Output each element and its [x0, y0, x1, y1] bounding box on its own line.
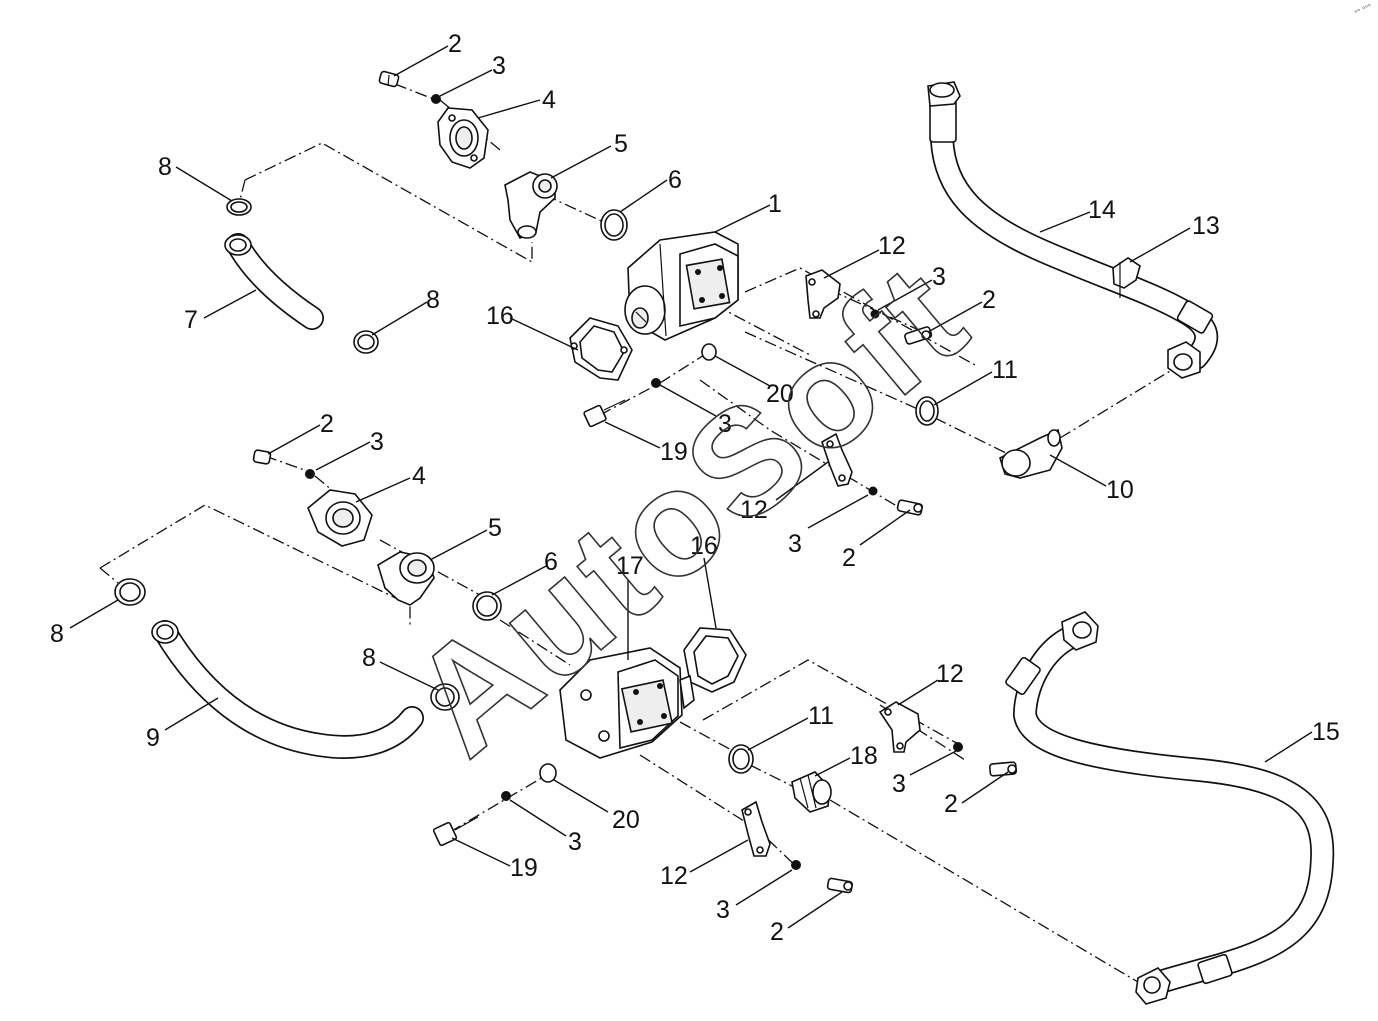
bolt-icon: [988, 761, 1018, 777]
hose-clamp-icon: [226, 198, 252, 216]
callout-2: 2: [842, 544, 856, 572]
callout-5: 5: [488, 514, 502, 542]
o-ring-icon: [600, 209, 628, 241]
washer-icon: [539, 763, 557, 783]
callout-2: 2: [982, 286, 996, 314]
gasket-icon: [683, 627, 747, 693]
callout-3: 3: [492, 52, 506, 80]
gasket-icon: [569, 317, 633, 381]
callout-3: 3: [568, 828, 582, 856]
flange-icon: [307, 489, 373, 547]
washer-icon: [868, 486, 878, 496]
callout-11: 11: [808, 702, 834, 730]
corner-mark: °° °°°: [1353, 2, 1373, 18]
callout-15: 15: [1312, 718, 1340, 746]
callout-2: 2: [448, 30, 462, 58]
washer-icon: [701, 343, 717, 361]
callout-19: 19: [660, 438, 688, 466]
washer-icon: [501, 791, 511, 801]
callout-14: 14: [1088, 196, 1116, 224]
callout-11: 11: [992, 356, 1018, 384]
washer-icon: [305, 469, 315, 479]
callout-6: 6: [668, 166, 682, 194]
bolt-icon: [378, 70, 400, 88]
bolt-icon: [826, 877, 854, 894]
high-pressure-hose-icon: [1005, 611, 1335, 1005]
callout-8: 8: [362, 644, 376, 672]
washer-icon: [870, 309, 880, 319]
callout-1: 1: [768, 190, 782, 218]
callout-3: 3: [716, 896, 730, 924]
bolt-icon: [252, 449, 272, 465]
callout-2: 2: [944, 790, 958, 818]
callout-8: 8: [50, 620, 64, 648]
callout-3: 3: [370, 428, 384, 456]
washer-icon: [651, 378, 661, 388]
callout-20: 20: [766, 380, 794, 408]
callout-13: 13: [1192, 212, 1220, 240]
upper-assembly: [224, 70, 1219, 516]
callout-7: 7: [184, 306, 198, 334]
callout-16: 16: [690, 532, 718, 560]
bolt-icon: [432, 816, 479, 847]
hose-clamp-icon: [430, 683, 460, 711]
callout-10: 10: [1106, 476, 1134, 504]
callout-9: 9: [146, 724, 160, 752]
hydraulic-pump-icon: [624, 231, 739, 341]
half-clamp-icon: [805, 269, 841, 319]
callout-20: 20: [612, 806, 640, 834]
callout-8: 8: [158, 153, 172, 181]
callout-2: 2: [770, 918, 784, 946]
callout-19: 19: [510, 854, 538, 882]
assembly-lines: [99, 83, 1181, 983]
callout-16: 16: [486, 302, 514, 330]
hose-icon: [151, 620, 424, 759]
hose-clamp-icon: [114, 578, 146, 606]
high-pressure-hose-icon: [927, 81, 1219, 379]
half-clamp-icon: [821, 432, 853, 487]
bolt-icon: [904, 326, 933, 345]
o-ring-icon: [472, 591, 502, 621]
half-clamp-icon: [741, 800, 771, 857]
bolt-icon: [896, 499, 924, 516]
washer-icon: [791, 860, 801, 870]
o-ring-icon: [915, 396, 939, 426]
o-ring-icon: [728, 744, 754, 774]
callout-3: 3: [718, 410, 732, 438]
lower-assembly: [114, 449, 1335, 1005]
callout-4: 4: [412, 462, 426, 490]
hose-icon: [224, 233, 324, 330]
callout-12: 12: [878, 232, 906, 260]
elbow-fitting-icon: [504, 171, 558, 239]
callout-18: 18: [850, 742, 878, 770]
callout-12: 12: [740, 496, 768, 524]
adapter-fitting-icon: [791, 771, 832, 813]
callout-3: 3: [932, 263, 946, 291]
callout-3: 3: [892, 770, 906, 798]
callout-2: 2: [320, 410, 334, 438]
washer-icon: [953, 742, 963, 752]
callout-8: 8: [426, 286, 440, 314]
callout-6: 6: [544, 548, 558, 576]
callout-3: 3: [788, 530, 802, 558]
hydraulic-pump-icon: [559, 647, 695, 759]
flange-icon: [437, 107, 489, 169]
washer-icon: [431, 94, 441, 104]
elbow-fitting-icon: [999, 428, 1063, 479]
elbow-fitting-icon: [377, 551, 435, 606]
bolt-icon: [583, 399, 626, 428]
callout-4: 4: [542, 86, 556, 114]
callout-17: 17: [616, 552, 644, 580]
half-clamp-icon: [878, 701, 921, 753]
leader-lines: [69, 45, 1313, 929]
hose-clamp-icon: [353, 330, 379, 354]
callout-5: 5: [614, 130, 628, 158]
callout-12: 12: [660, 862, 688, 890]
callout-labels: 2 3 4 5 6 1 8 7 8 12 3 2 11 14 13 16 20 …: [50, 30, 1340, 946]
callout-12: 12: [936, 660, 964, 688]
